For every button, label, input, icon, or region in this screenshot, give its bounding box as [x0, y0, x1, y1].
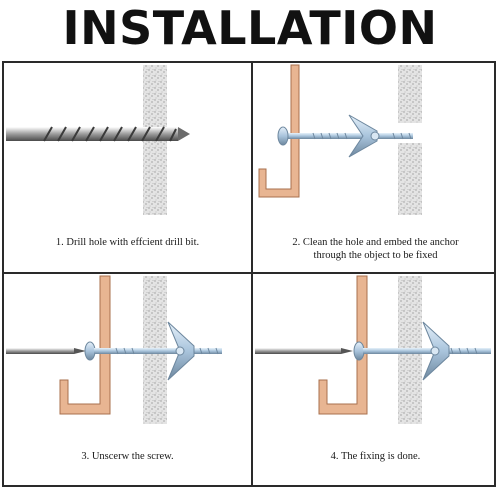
step-4-illustration	[255, 275, 491, 424]
step-1-panel: 1. Drill hole with effcient drill bit.	[4, 63, 251, 272]
toggle-bolt-icon	[277, 114, 413, 158]
step-3-caption: 3. Unscerw the screw.	[81, 451, 174, 462]
page-title: INSTALLATION	[62, 1, 438, 55]
wall-lower	[398, 143, 422, 215]
step-3-panel: 3. Unscerw the screw.	[4, 274, 251, 487]
screwdriver-icon	[6, 348, 86, 354]
step-4-panel: 4. The fixing is done.	[253, 274, 498, 487]
step-1-illustration	[6, 65, 190, 215]
step-1-caption: 1. Drill hole with effcient drill bit.	[55, 237, 200, 248]
step-2-panel: 2. Clean the hole and embed the anchor t…	[253, 63, 498, 272]
divider-horizontal	[4, 272, 494, 274]
step-2-illustration	[258, 64, 422, 215]
step-2-caption-line-2: through the object to be fixed	[313, 250, 438, 261]
toggle-bolt-icon	[353, 321, 491, 381]
screwdriver-icon	[255, 348, 353, 354]
step-3-illustration	[6, 275, 222, 424]
wooden-hook-icon	[258, 64, 300, 198]
step-2-caption-line-1: 2. Clean the hole and embed the anchor	[292, 237, 459, 248]
instruction-grid: 1. Drill hole with effcient drill bit. 2…	[2, 61, 496, 487]
divider-vertical	[251, 63, 253, 485]
drill-bit-icon	[6, 126, 190, 142]
wall-upper	[398, 65, 422, 123]
toggle-bolt-icon	[84, 321, 222, 381]
step-4-caption: 4. The fixing is done.	[330, 451, 421, 462]
wooden-hook-icon	[59, 275, 111, 415]
